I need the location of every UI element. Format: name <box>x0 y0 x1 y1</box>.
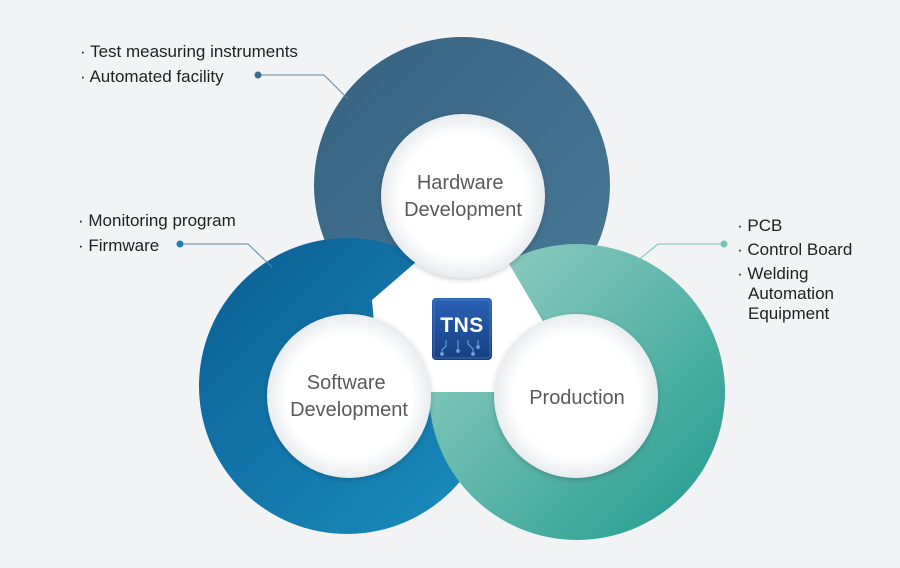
tns-logo: TNS <box>432 298 492 360</box>
production-note-2: · Control Board <box>737 240 852 259</box>
hardware-notes: · Test measuring instruments · Automated… <box>80 42 298 86</box>
software-core <box>267 314 431 478</box>
software-label-line-1: Software <box>307 372 386 394</box>
software-connector <box>176 240 273 268</box>
software-note-1: · Monitoring program <box>78 211 236 230</box>
production-notes: · PCB · Control Board · Welding Automati… <box>737 216 852 323</box>
logo-text: TNS <box>440 314 484 337</box>
production-connector <box>635 240 728 263</box>
production-core <box>494 314 658 478</box>
production-label-line-1: Production <box>529 387 625 409</box>
hardware-connector <box>254 71 349 100</box>
production-label: Production <box>529 387 625 409</box>
hardware-core <box>381 114 545 278</box>
hardware-note-1: · Test measuring instruments <box>80 42 298 61</box>
production-note-1: · PCB <box>737 216 782 235</box>
production-note-5: Equipment <box>748 304 830 323</box>
hardware-label-line-2: Development <box>404 199 522 221</box>
hardware-note-2: · Automated facility <box>80 67 224 86</box>
software-note-2: · Firmware <box>78 236 159 255</box>
hardware-label-line-1: Hardware <box>417 172 504 194</box>
production-note-4: Automation <box>748 284 834 303</box>
hardware-label: Hardware Development <box>404 172 522 221</box>
software-notes: · Monitoring program · Firmware <box>78 211 236 255</box>
software-label-line-2: Development <box>290 399 408 421</box>
software-label: Software Development <box>290 372 408 421</box>
production-note-3: · Welding <box>737 264 809 283</box>
circuit-icon <box>440 340 480 356</box>
